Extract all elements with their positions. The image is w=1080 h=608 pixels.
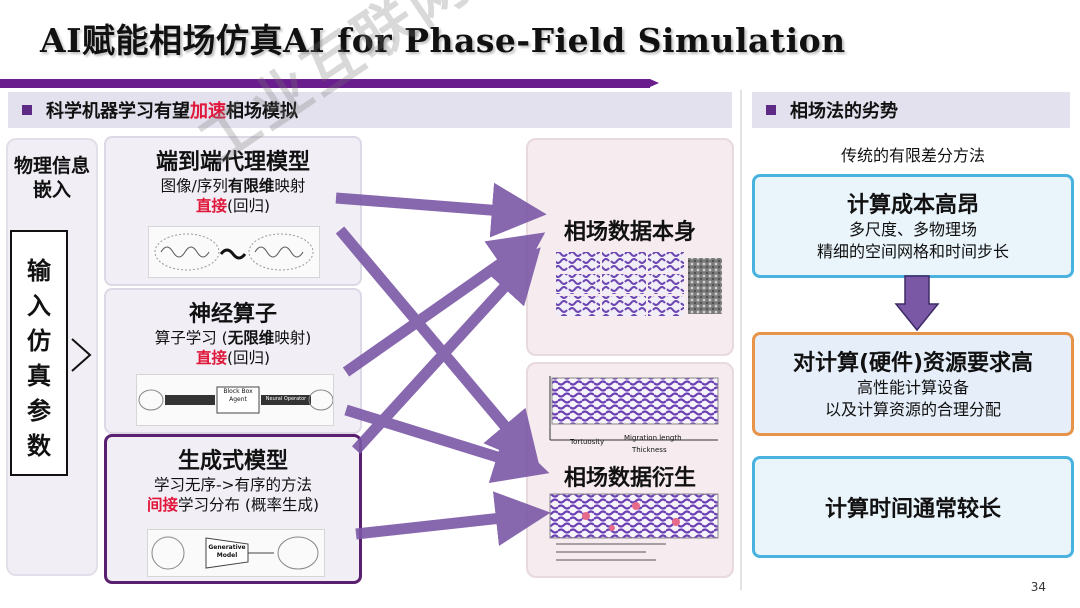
- heading-part-3: 相场模拟: [226, 101, 298, 122]
- arrow-surrogate-to-raw: [335, 182, 547, 238]
- model-card-end-to-end: 端到端代理模型 图像/序列有限维映射 直接(回归): [104, 136, 362, 286]
- heading-part-1: 科学机器学习有望: [46, 101, 190, 122]
- section-divider: [740, 90, 742, 590]
- output-panel-raw-data: 相场数据本身: [526, 138, 734, 356]
- neural-operator-label: Neural Operator: [265, 396, 307, 402]
- box-line: 高性能计算设备: [856, 378, 969, 397]
- page-number: 34: [1030, 580, 1046, 594]
- disadvantage-box-time: 计算时间通常较长: [752, 456, 1074, 558]
- migration-length-label: Migration length: [624, 434, 682, 442]
- output-title: 相场数据本身: [563, 220, 696, 245]
- title-underline-tip: [650, 79, 659, 87]
- arrow-generative-to-raw: [351, 247, 541, 454]
- right-heading-text: 相场法的劣势: [790, 101, 898, 122]
- model-line-1: 学习无序->有序的方法: [153, 476, 313, 494]
- phase-field-microstructure-image: [556, 252, 722, 316]
- model-line-1: 算子学习 (无限维映射): [154, 329, 312, 347]
- output-panel-derived-data: Tortuosity Migration length Thickness 相场…: [526, 362, 734, 578]
- model-card-generative: 生成式模型 学习无序->有序的方法 间接学习分布 (概率生成) Generati…: [104, 434, 362, 584]
- model-line-1: 图像/序列有限维映射: [160, 177, 306, 195]
- vertical-char: 仿: [27, 327, 51, 355]
- arrow-down-icon: [894, 275, 940, 332]
- model-title: 神经算子: [188, 302, 277, 327]
- vertical-char: 入: [27, 292, 51, 320]
- right-subtitle: 传统的有限差分方法: [840, 146, 985, 165]
- vertical-char: 输: [27, 257, 51, 285]
- chevron-right-icon: [71, 338, 92, 372]
- model-title: 生成式模型: [177, 449, 288, 474]
- surrogate-model-thumbnail: [148, 226, 320, 278]
- box-line: 多尺度、多物理场: [848, 220, 977, 239]
- input-params-box: 输 入 仿 真 参 数: [10, 230, 68, 476]
- bullet-square-icon: [22, 105, 32, 115]
- vertical-char: 真: [27, 362, 51, 390]
- model-title: 端到端代理模型: [155, 150, 310, 175]
- left-section-heading: 科学机器学习有望加速相场模拟: [8, 92, 732, 128]
- page-title: AI赋能相场仿真AI for Phase-Field Simulation: [40, 21, 846, 60]
- model-line-2: 间接学习分布 (概率生成): [146, 496, 320, 514]
- title-underline: [0, 79, 650, 88]
- output-title: 相场数据衍生: [563, 466, 696, 491]
- tortuosity-label: Tortuosity: [570, 438, 605, 446]
- arrow-surrogate-to-derived: [335, 226, 540, 468]
- box-title: 对计算(硬件)资源要求高: [792, 351, 1034, 376]
- thickness-label: Thickness: [632, 446, 667, 454]
- vertical-char: 参: [27, 397, 51, 425]
- right-section-heading: 相场法的劣势: [752, 92, 1070, 128]
- model-line-2: 直接(回归): [195, 349, 271, 367]
- arrow-operator-to-derived: [344, 404, 550, 484]
- disadvantage-box-hardware: 对计算(硬件)资源要求高 高性能计算设备 以及计算资源的合理分配: [752, 332, 1074, 436]
- box-line: 精细的空间网格和时间步长: [816, 242, 1009, 261]
- tortuosity-diagram: [549, 376, 719, 441]
- vertical-char: 数: [27, 432, 51, 460]
- box-line: 以及计算资源的合理分配: [824, 400, 1001, 419]
- arrow-generative-to-derived: [355, 491, 551, 546]
- box-title: 计算时间通常较长: [824, 497, 1001, 522]
- input-panel: 物理信息嵌入 输 入 仿 真 参 数: [6, 138, 98, 576]
- bullet-square-icon: [766, 105, 776, 115]
- heading-part-highlight: 加速: [190, 101, 226, 122]
- pore-size-diagram: [549, 493, 719, 561]
- disadvantage-box-cost: 计算成本高昂 多尺度、多物理场 精细的空间网格和时间步长: [752, 174, 1074, 278]
- model-line-2: 直接(回归): [195, 197, 271, 215]
- box-title: 计算成本高昂: [846, 193, 979, 218]
- input-panel-header: 物理信息嵌入: [13, 155, 90, 201]
